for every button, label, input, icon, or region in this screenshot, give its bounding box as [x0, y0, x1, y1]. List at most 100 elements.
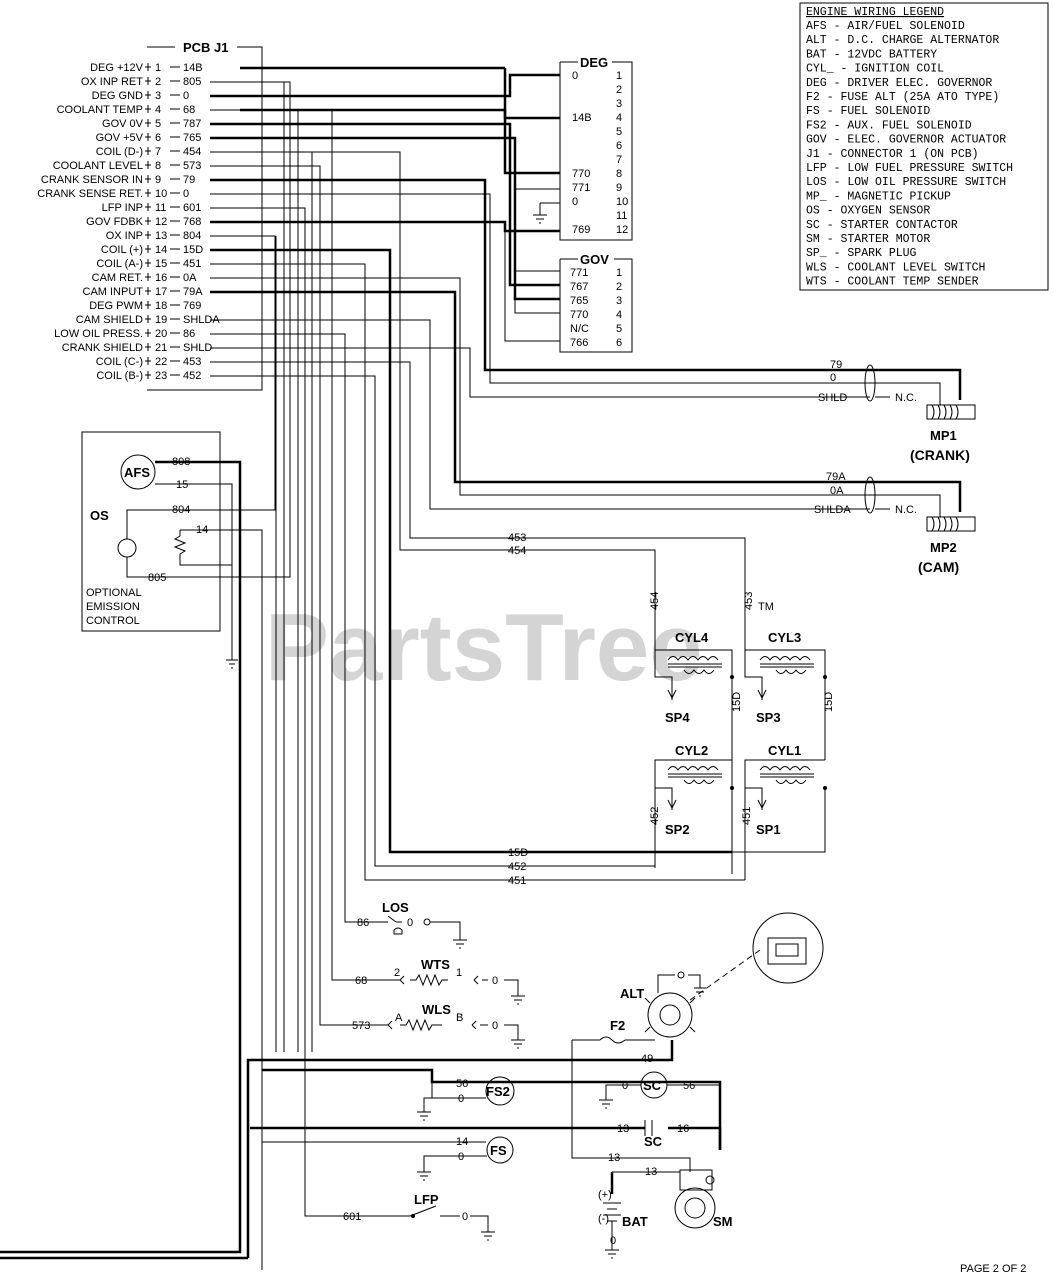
deg-pin-wire: 769	[572, 224, 590, 236]
legend-item: MP_ - MAGNETIC PICKUP	[806, 190, 951, 203]
svg-text:LOS: LOS	[382, 900, 409, 915]
svg-text:SM: SM	[713, 1214, 733, 1229]
pcb-pin-label: DEG +12V	[90, 62, 144, 74]
pcb-pin-label: COIL (A-)	[96, 258, 143, 270]
svg-text:N.C.: N.C.	[895, 504, 917, 516]
pcb-pin-number: 3	[155, 90, 161, 102]
deg-pin-wire: 770	[572, 168, 590, 180]
gov-pin-number: 6	[616, 337, 622, 349]
svg-text:B: B	[456, 1012, 463, 1024]
svg-text:CYL2: CYL2	[675, 743, 708, 758]
pcb-pin-wire: 68	[183, 104, 195, 116]
trademark: TM	[758, 601, 774, 613]
svg-text:56: 56	[683, 1080, 695, 1092]
deg-pin-wire: 0	[572, 70, 578, 82]
engine-wiring-legend: ENGINE WIRING LEGEND AFS - AIR/FUEL SOLE…	[799, 2, 1049, 291]
svg-text:0: 0	[407, 917, 413, 929]
pcb-pin-number: 1	[155, 62, 161, 74]
svg-text:AFS: AFS	[124, 465, 150, 480]
pcb-pin-label: CAM RET.	[92, 272, 143, 284]
mp1-label: MP1	[930, 428, 957, 443]
svg-text:454: 454	[508, 545, 526, 557]
svg-text:A: A	[395, 1012, 403, 1024]
deg-pin-number: 2	[616, 84, 622, 96]
deg-pin-number: 9	[616, 182, 622, 194]
pcb-pin-label: OX INP RET	[81, 76, 143, 88]
svg-text:0: 0	[610, 1235, 616, 1247]
svg-text:N.C.: N.C.	[895, 392, 917, 404]
pcb-pin-number: 9	[155, 174, 161, 186]
svg-text:CYL3: CYL3	[768, 630, 801, 645]
legend-item: OS - OXYGEN SENSOR	[806, 205, 930, 218]
legend-item: LOS - LOW OIL PRESSURE SWITCH	[806, 176, 1006, 189]
pcb-pin-label: GOV FDBK	[86, 216, 144, 228]
pcb-pin-label: DEG GND	[92, 90, 143, 102]
mp1-crank-pickup: 79 0 SHLD N.C. MP1 (CRANK)	[210, 178, 976, 463]
power-section: 49 F2 ALT 56 FS2 0 SC 0 56 13	[0, 82, 824, 1260]
alternator-icon	[644, 992, 696, 1038]
deg-pin-number: 4	[616, 112, 622, 124]
legend-item: SC - STARTER CONTACTOR	[806, 219, 958, 232]
deg-pin-wire: 14B	[572, 112, 592, 124]
svg-text:13: 13	[645, 1166, 657, 1178]
legend-title: ENGINE WIRING LEGEND	[806, 6, 944, 19]
svg-text:WTS: WTS	[421, 957, 450, 972]
legend-item: CYL_ - IGNITION COIL	[806, 63, 944, 76]
svg-text:SC: SC	[644, 1134, 663, 1149]
legend-item: FS - FUEL SOLENOID	[806, 105, 930, 118]
svg-text:OS: OS	[90, 508, 109, 523]
mp1-sub: (CRANK)	[910, 447, 970, 463]
svg-text:453: 453	[508, 532, 526, 544]
pcb-pin-number: 16	[155, 272, 167, 284]
pcb-pin-wire: 453	[183, 356, 201, 368]
pcb-pin-number: 21	[155, 342, 167, 354]
pcb-pin-number: 22	[155, 356, 167, 368]
pcb-pin-label: COIL (C-)	[96, 356, 143, 368]
svg-text:FS2: FS2	[486, 1084, 510, 1099]
watermark: PartsTree	[265, 594, 703, 701]
pcb-pin-number: 19	[155, 314, 167, 326]
pcb-pin-number: 15	[155, 258, 167, 270]
svg-text:BAT: BAT	[622, 1214, 648, 1229]
legend-item: F2 - FUSE ALT (25A ATO TYPE)	[806, 91, 999, 104]
svg-text:EMISSION: EMISSION	[86, 601, 140, 613]
svg-text:49: 49	[641, 1053, 653, 1065]
pcb-pin-label: LFP INP	[102, 202, 143, 214]
svg-text:SP2: SP2	[665, 822, 690, 837]
svg-text:14: 14	[456, 1136, 468, 1148]
gov-pin-number: 2	[616, 281, 622, 293]
svg-text:0: 0	[458, 1151, 464, 1163]
legend-item: SM - STARTER MOTOR	[806, 233, 930, 246]
svg-text:79A: 79A	[826, 471, 846, 483]
pcb-pin-wire: 0	[183, 90, 189, 102]
sensors: 86 LOS 0 68 WTS 2 1 0 573 WLS A B 0	[210, 109, 525, 1049]
pcb-pin-number: 13	[155, 230, 167, 242]
pcb-pin-number: 17	[155, 286, 167, 298]
fs-solenoid	[486, 1136, 514, 1164]
legend-item: FS2 - AUX. FUEL SOLENOID	[806, 119, 972, 132]
deg-pin-number: 10	[616, 196, 628, 208]
pcb-pin-wire: SHLD	[183, 342, 212, 354]
svg-text:SHLD: SHLD	[818, 392, 847, 404]
starter-motor-icon	[674, 1169, 716, 1229]
deg-pin-number: 8	[616, 168, 622, 180]
coil-bus-wires: 15D 452 451	[210, 248, 745, 887]
gov-pin-number: 1	[616, 267, 622, 279]
pcb-pin-label: DEG PWM	[89, 300, 143, 312]
svg-text:452: 452	[649, 807, 661, 825]
legend-item: LFP - LOW FUEL PRESSURE SWITCH	[806, 162, 1013, 175]
pcb-pin-wire: 765	[183, 132, 201, 144]
pcb-pin-number: 12	[155, 216, 167, 228]
pcb-pin-number: 6	[155, 132, 161, 144]
mp2-label: MP2	[930, 540, 957, 555]
svg-text:15D: 15D	[731, 692, 743, 712]
svg-text:86: 86	[357, 917, 369, 929]
legend-item: GOV - ELEC. GOVERNOR ACTUATOR	[806, 134, 1006, 147]
fs2-solenoid	[485, 1076, 515, 1106]
pcb-pin-label: CAM INPUT	[83, 286, 144, 298]
svg-text:SP4: SP4	[665, 710, 690, 725]
pcb-pin-wire: 601	[183, 202, 201, 214]
pcb-pin-label: OX INP	[106, 230, 143, 242]
